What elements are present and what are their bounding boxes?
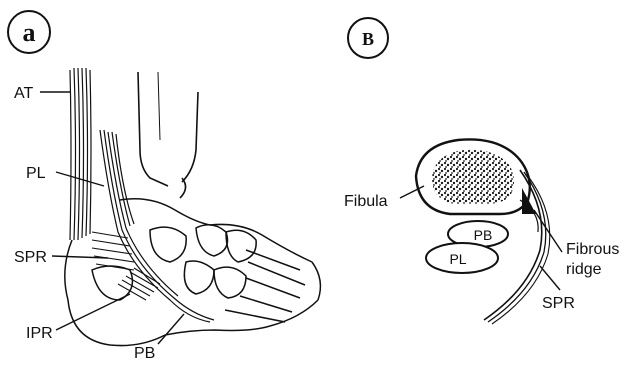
- spr-b-leader: [540, 266, 560, 290]
- panel-a-badge: a: [8, 11, 50, 53]
- panel-a: a: [8, 11, 320, 362]
- label-pb-section: PB: [474, 227, 493, 243]
- label-pb: PB: [134, 345, 155, 362]
- foot-bones: [65, 199, 321, 346]
- label-spr: SPR: [14, 249, 47, 266]
- label-fibrous: Fibrous: [566, 241, 619, 258]
- panel-b: B Fibula PB PL Fibrous rid: [344, 18, 619, 324]
- panel-b-badge: B: [348, 18, 388, 58]
- panel-a-letter: a: [23, 18, 36, 47]
- panel-b-letter: B: [362, 29, 374, 49]
- panel-a-leaders: [40, 92, 184, 344]
- label-fibula: Fibula: [344, 193, 388, 210]
- fibula-section: [416, 139, 530, 214]
- label-pl-section: PL: [449, 251, 466, 267]
- achilles-tendon: [70, 68, 91, 240]
- label-pl: PL: [26, 165, 46, 182]
- label-ridge: ridge: [566, 261, 602, 278]
- label-at: AT: [14, 85, 33, 102]
- pb-leader: [158, 314, 184, 344]
- leg-bones: [138, 72, 198, 198]
- label-spr-b: SPR: [542, 295, 575, 312]
- label-ipr: IPR: [26, 325, 53, 342]
